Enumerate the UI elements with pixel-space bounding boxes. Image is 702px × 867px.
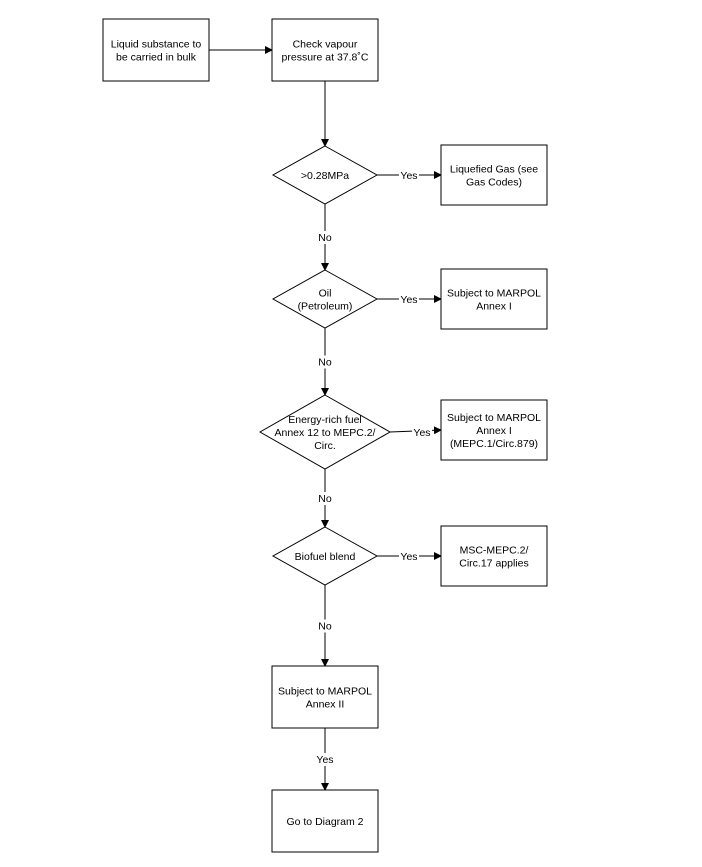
edge-marpol2-to-diagram2: Yes — [315, 728, 335, 791]
process-box — [440, 399, 548, 461]
node-label: Oil — [319, 288, 332, 300]
node-label: >0.28MPa — [301, 170, 349, 182]
decision-diamond — [271, 269, 379, 329]
node-label: Subject to MARPOL — [278, 686, 372, 698]
edge-label-background — [315, 355, 335, 369]
node-label: Annex I — [476, 301, 512, 313]
edge-label-background — [399, 293, 419, 306]
node-label: (Petroleum) — [298, 301, 353, 313]
edge-label: Yes — [400, 294, 417, 306]
node-pressure: >0.28MPa — [271, 145, 379, 205]
node-label: Annex I — [476, 425, 512, 437]
edge-oil-to-marpol1: Yes — [377, 293, 442, 306]
edge-label: No — [318, 493, 332, 505]
edge-biofuel-to-msc: Yes — [377, 550, 442, 563]
edge-label: No — [318, 621, 332, 633]
process-box — [271, 789, 379, 853]
node-label: MSC-MEPC.2/ — [460, 545, 529, 557]
node-label: (MEPC.1/Circ.879) — [450, 438, 538, 450]
node-label: Go to Diagram 2 — [286, 816, 363, 828]
edge-label: No — [318, 357, 332, 369]
node-label: Circ. — [314, 440, 336, 452]
process-box — [271, 665, 379, 729]
node-label: Circ.17 applies — [459, 558, 528, 570]
process-box — [440, 525, 548, 587]
node-label: Biofuel blend — [295, 551, 356, 563]
edge-energy-to-marpol1b: Yes — [389, 426, 442, 439]
edge-biofuel-to-marpol2: No — [315, 585, 335, 667]
decision-diamond — [271, 145, 379, 205]
edge-label-background — [399, 169, 419, 182]
edge-label-background — [315, 753, 335, 766]
edge-label-background — [315, 619, 335, 633]
node-biofuel: Biofuel blend — [271, 526, 379, 586]
process-box — [440, 144, 548, 206]
process-box — [271, 18, 379, 82]
edge-label-background — [399, 550, 419, 563]
node-oil: Oil(Petroleum) — [271, 269, 379, 329]
edge-label: Yes — [400, 551, 417, 563]
edge-label: Yes — [413, 427, 430, 439]
edge-pressure-to-gas: Yes — [377, 169, 442, 182]
process-box — [102, 18, 210, 82]
node-msc: MSC-MEPC.2/Circ.17 applies — [440, 525, 548, 587]
edge-label-background — [315, 231, 335, 244]
edge-label-background — [315, 492, 335, 505]
node-label: Liquefied Gas (see — [450, 164, 538, 176]
node-diagram2: Go to Diagram 2 — [271, 789, 379, 853]
edge-label: No — [318, 232, 332, 244]
process-box — [440, 268, 548, 330]
node-label: Subject to MARPOL — [447, 288, 541, 300]
edge-label-background — [412, 426, 432, 439]
edge-label: Yes — [400, 170, 417, 182]
edge-label: Yes — [316, 754, 333, 766]
node-label: be carried in bulk — [116, 52, 197, 64]
edge-oil-to-energy: No — [315, 328, 335, 396]
node-label: Annex II — [306, 699, 345, 711]
node-label: Check vapour — [293, 39, 358, 51]
decision-diamond — [271, 526, 379, 586]
node-label: Energy-rich fuel — [288, 414, 362, 426]
edge-pressure-to-oil: No — [315, 204, 335, 271]
node-label: Liquid substance to — [111, 39, 202, 51]
decision-diamond — [258, 394, 392, 470]
edge-energy-to-biofuel: No — [315, 469, 335, 528]
node-label: Annex 12 to MEPC.2/ — [275, 427, 376, 439]
node-label: Subject to MARPOL — [447, 412, 541, 424]
node-label: pressure at 37.8˚C — [282, 52, 369, 64]
node-label: Gas Codes) — [466, 177, 522, 189]
